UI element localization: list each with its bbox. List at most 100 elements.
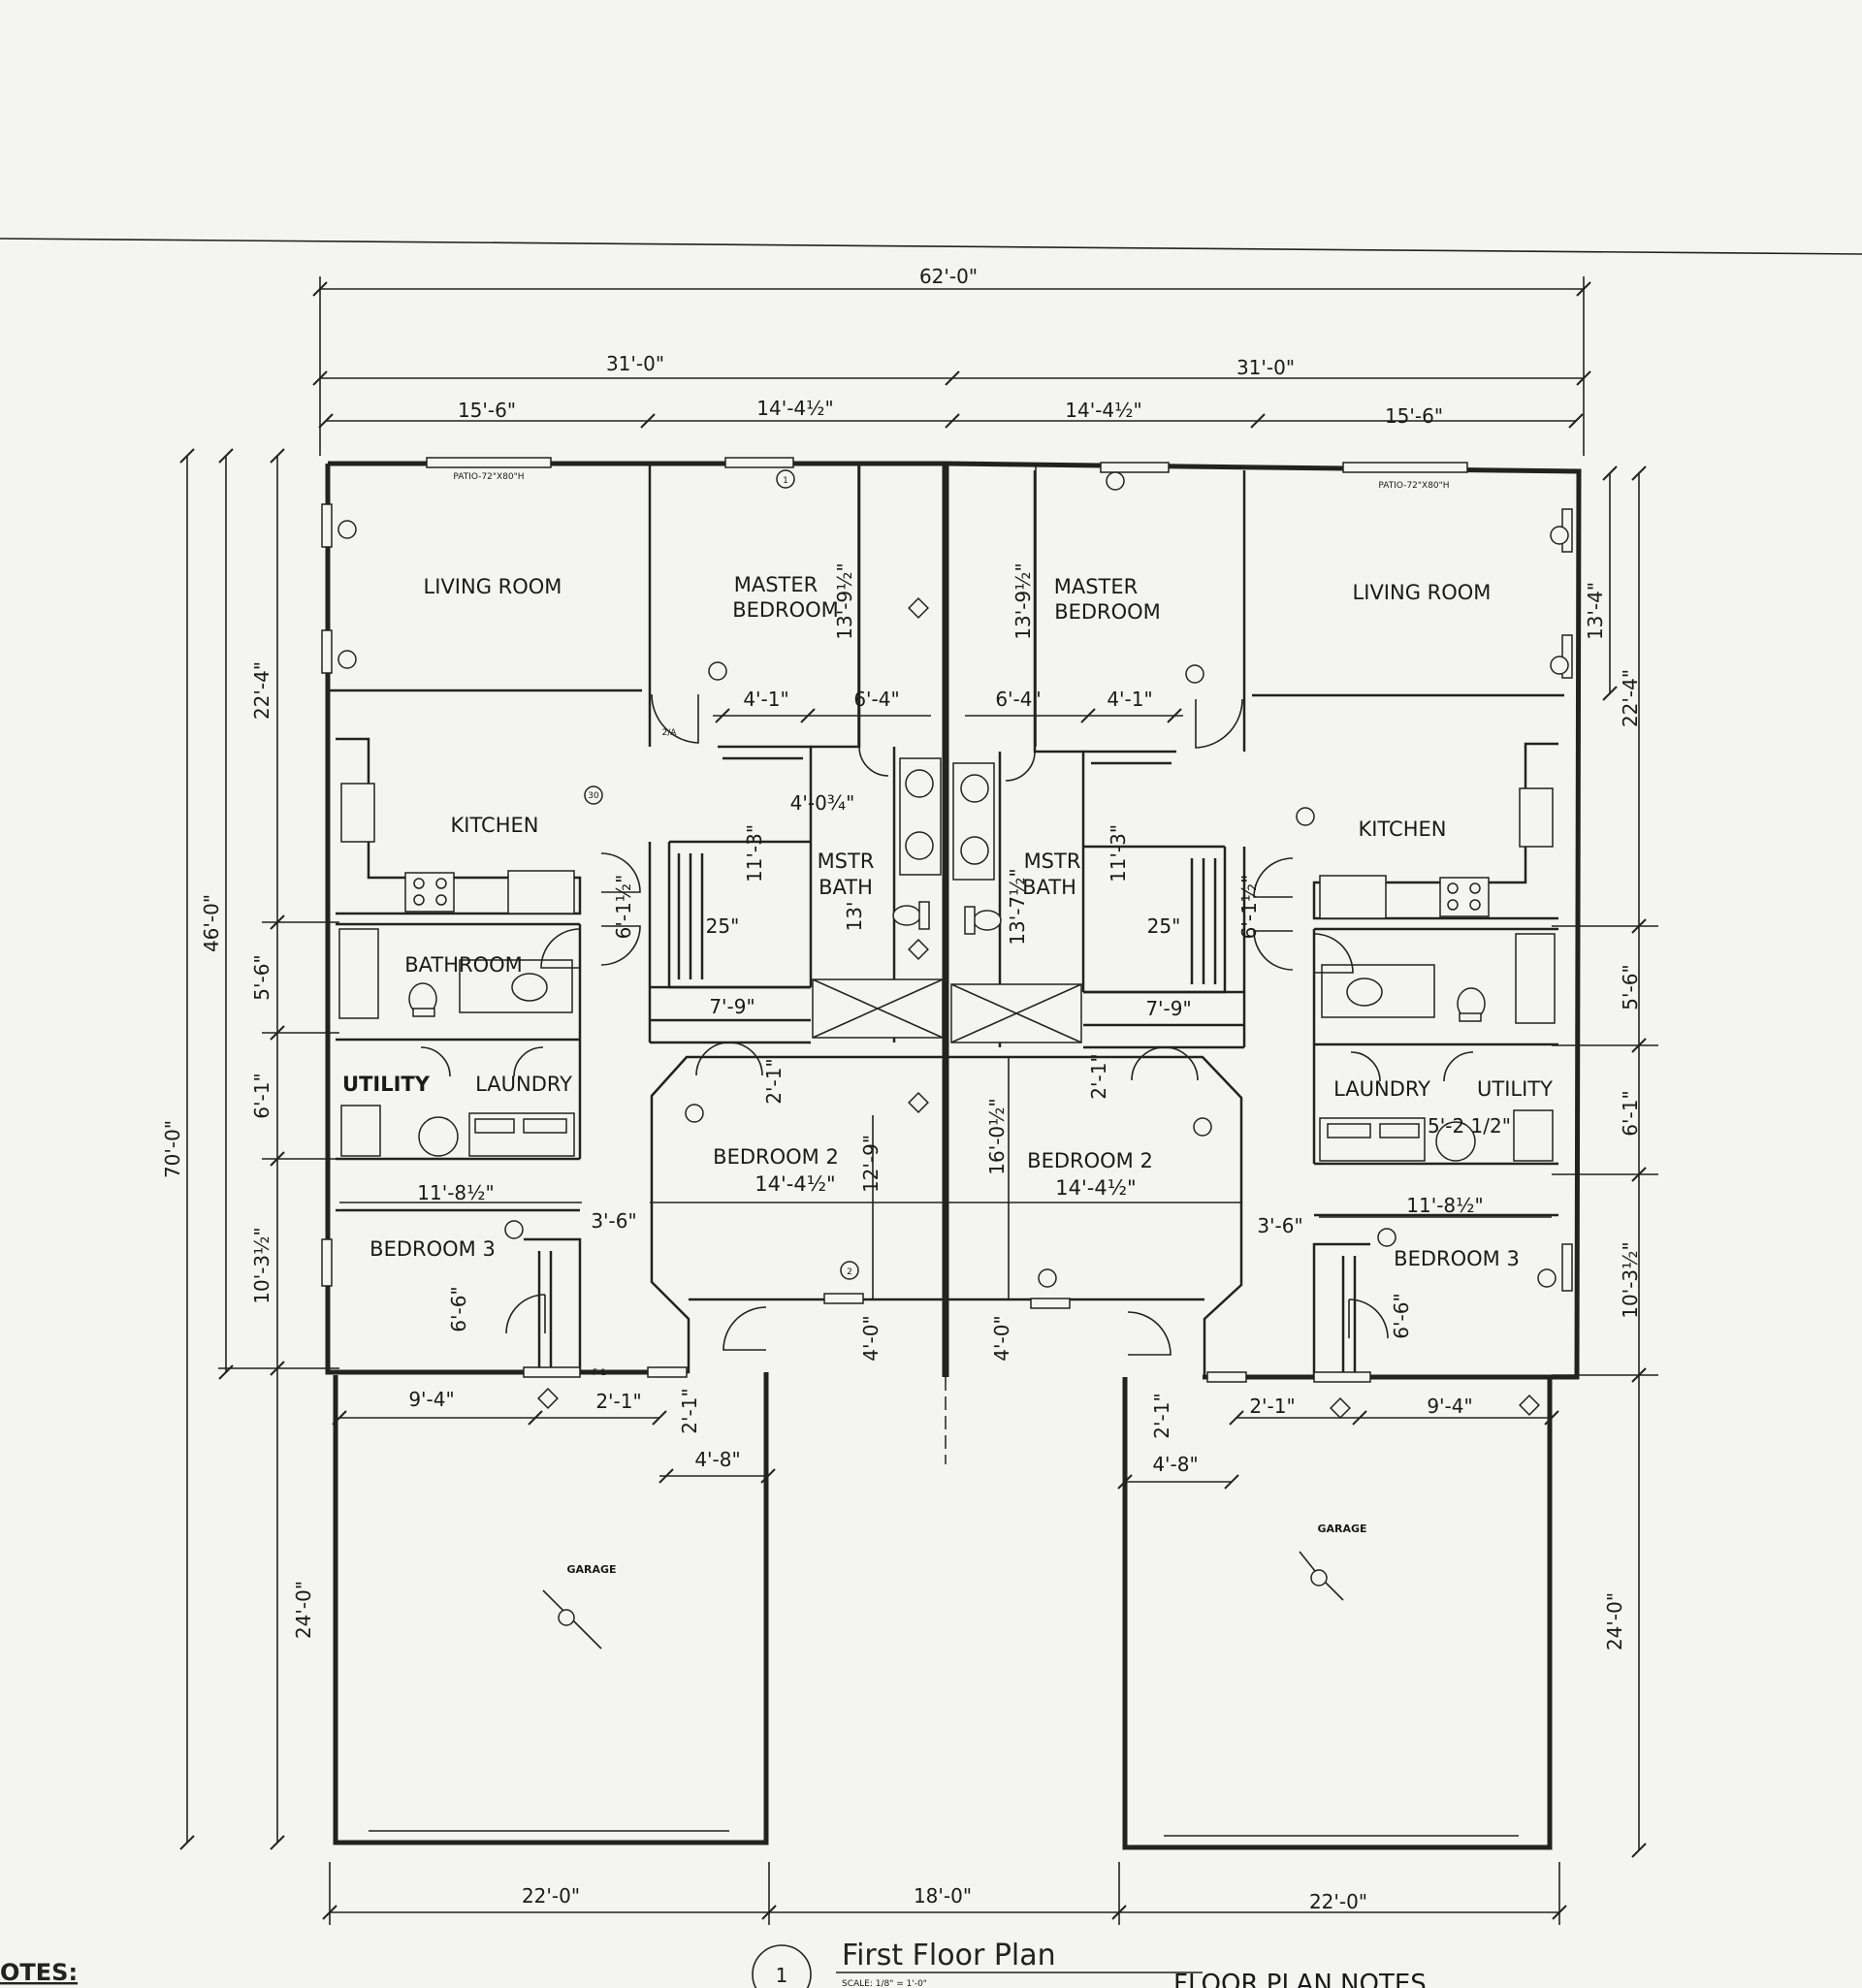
- dim-left-bath-depth: 5'-6": [250, 954, 273, 1000]
- window-tag-1: 1: [783, 476, 788, 486]
- room-left-kitchen: KITCHEN: [451, 814, 539, 837]
- dim-r-bed2-depth: 16'-0½": [985, 1098, 1009, 1174]
- garage-door-opener-icon: [542, 1551, 1344, 1650]
- room-right-utility: UTILITY: [1477, 1077, 1553, 1101]
- dim-l-9-4: 9'-4": [408, 1388, 454, 1411]
- dim-l-bed2-depth: 12'-9": [859, 1135, 883, 1193]
- dim-l-6-4: 6'-4": [853, 688, 899, 711]
- dim-r-11-3: 11'-3": [1107, 824, 1130, 882]
- dim-right-bath-depth: 5'-6": [1619, 964, 1642, 1010]
- callout-2a: 2/A: [662, 728, 678, 738]
- dim-total-width: 62'-0": [919, 265, 978, 288]
- symbol-markers: PATIO-72"X80"H PATIO-72"X80"H 1 2 30: [337, 469, 1569, 1650]
- dim-r-9-4: 9'-4": [1427, 1395, 1472, 1418]
- dim-l-7-9: 7'-9": [709, 995, 754, 1018]
- dim-total-depth: 70'-0": [161, 1120, 184, 1178]
- room-right-laundry: LAUNDRY: [1333, 1077, 1430, 1101]
- dim-l-6-6: 6'-6": [447, 1286, 470, 1331]
- room-left-master-line2: BEDROOM: [732, 598, 839, 622]
- right-unit-interior: [950, 462, 1573, 1383]
- dim-r-6-6: 6'-6": [1390, 1293, 1413, 1338]
- room-right-master-line2: BEDROOM: [1054, 600, 1161, 624]
- dim-l-2-1-b: 2'-1": [595, 1390, 641, 1413]
- room-right-living: LIVING ROOM: [1353, 581, 1492, 604]
- window-tag-2: 2: [847, 1267, 852, 1277]
- room-left-mstr-bath-line2: BATH: [819, 876, 873, 899]
- dim-l-2-1-v: 2'-1": [678, 1388, 701, 1433]
- smoke-detector-icon: [504, 661, 1396, 1247]
- hose-bib-icon: [537, 597, 1540, 1419]
- room-right-mstr-bath-line2: BATH: [1022, 876, 1076, 899]
- dim-l-6-1-half: 6'-1½": [612, 875, 635, 940]
- dim-r-7-9: 7'-9": [1145, 997, 1191, 1020]
- callout-30: 30: [588, 791, 599, 801]
- dim-right-living-partial: 13'-4": [1584, 582, 1607, 640]
- dim-r-4-1: 4'-1": [1107, 688, 1152, 711]
- dim-right-bedroom3-depth: 10'-3½": [1619, 1241, 1642, 1318]
- left-dimension-strings: 70'-0" 46'-0" 22'-4" 5'-6" 6'-1" 10'-3½"…: [161, 448, 339, 1850]
- dim-r-4-0: 4'-0": [990, 1315, 1013, 1361]
- sheet-border-line: [0, 238, 1862, 255]
- dim-left-living-width: 15'-6": [458, 399, 516, 422]
- dim-l-25: 25": [706, 914, 740, 938]
- dim-r-2-1: 2'-1": [1087, 1053, 1110, 1099]
- dim-r-11-8: 11'-8½": [1406, 1194, 1483, 1217]
- drawing-scale: SCALE: 1/8" = 1'-0": [842, 1979, 927, 1988]
- dim-r-6-1-half: 6'-1½": [1237, 875, 1261, 940]
- dim-r-4-8: 4'-8": [1152, 1453, 1198, 1476]
- dim-left-garage-depth: 24'-0": [292, 1581, 315, 1639]
- dim-r-6-4: 6'-4": [995, 688, 1041, 711]
- dim-between-garages: 18'-0": [914, 1884, 972, 1908]
- dim-r-master-depth: 13'-9½": [1011, 562, 1035, 639]
- drawing-number-circle: [752, 1944, 812, 1988]
- dim-r-2-1-v: 2'-1": [1150, 1393, 1173, 1438]
- dim-left-laundry-depth: 6'-1": [250, 1073, 273, 1118]
- dim-right-master-width: 14'-4½": [1065, 399, 1141, 422]
- dim-garage-right-width: 22'-0": [1309, 1890, 1367, 1913]
- room-left-utility: UTILITY: [342, 1073, 431, 1096]
- callout-f1: F-1: [593, 1368, 606, 1378]
- room-left-bedroom2: BEDROOM 2: [713, 1145, 839, 1169]
- room-left-master-line1: MASTER: [734, 573, 819, 596]
- floor-plan-notes-heading: FLOOR PLAN NOTES: [1173, 1970, 1427, 1988]
- dim-right-living-depth: 22'-4": [1619, 669, 1642, 727]
- dim-l-master-depth: 13'-9½": [833, 562, 856, 639]
- room-right-kitchen: KITCHEN: [1359, 818, 1447, 841]
- bottom-dimension-strings: 22'-0" 18'-0" 22'-0": [322, 1862, 1567, 1925]
- room-right-master-line1: MASTER: [1054, 575, 1139, 598]
- dim-left-living-depth: 22'-4": [250, 661, 273, 720]
- dim-right-garage-depth: 24'-0": [1603, 1592, 1626, 1651]
- room-right-garage: GARAGE: [1317, 1523, 1366, 1535]
- dim-r-5-2: 5'-2 1/2": [1428, 1114, 1511, 1138]
- room-left-bedroom3: BEDROOM 3: [369, 1237, 496, 1261]
- room-right-bedroom3: BEDROOM 3: [1394, 1247, 1520, 1270]
- right-dimension-strings: 13'-4" 22'-4" 5'-6" 6'-1" 10'-3½" 24'-0": [1552, 465, 1658, 1858]
- dim-r-25: 25": [1147, 914, 1181, 938]
- drawing-title: First Floor Plan: [842, 1939, 1056, 1972]
- room-left-bedroom2-size: 14'-4½": [754, 1172, 835, 1196]
- window-tag-icon: [337, 469, 1569, 1288]
- dim-left-half: 31'-0": [606, 352, 664, 375]
- room-left-garage: GARAGE: [566, 1563, 616, 1576]
- title-block: 1 First Floor Plan SCALE: 1/8" = 1'-0" F…: [0, 1939, 1427, 1988]
- dim-l-4-1: 4'-1": [743, 688, 788, 711]
- room-left-mstr-bath-line1: MSTR: [818, 850, 875, 873]
- patio-label-right: PATIO-72"X80"H: [1378, 481, 1449, 491]
- dim-house-depth: 46'-0": [200, 894, 223, 952]
- dim-r-2-1-b: 2'-1": [1249, 1395, 1295, 1418]
- dim-right-half: 31'-0": [1236, 356, 1295, 379]
- dim-left-bedroom3-depth: 10'-3½": [250, 1227, 273, 1303]
- room-left-living: LIVING ROOM: [424, 575, 562, 598]
- room-left-bathroom: BATHROOM: [404, 953, 523, 977]
- room-right-bedroom2-size: 14'-4½": [1055, 1176, 1136, 1200]
- room-right-bedroom2: BEDROOM 2: [1027, 1149, 1153, 1172]
- dim-l-3-6: 3'-6": [591, 1209, 636, 1233]
- dim-r-13: 13'-7½": [1006, 868, 1029, 945]
- dim-right-living-width: 15'-6": [1385, 404, 1443, 428]
- dim-r-3-6: 3'-6": [1257, 1214, 1302, 1237]
- dim-l-13: 13': [843, 902, 866, 932]
- dim-l-2-1: 2'-1": [762, 1058, 786, 1104]
- room-left-laundry: LAUNDRY: [475, 1073, 572, 1096]
- room-labels: LIVING ROOM MASTER BEDROOM MASTER BEDROO…: [342, 573, 1553, 1576]
